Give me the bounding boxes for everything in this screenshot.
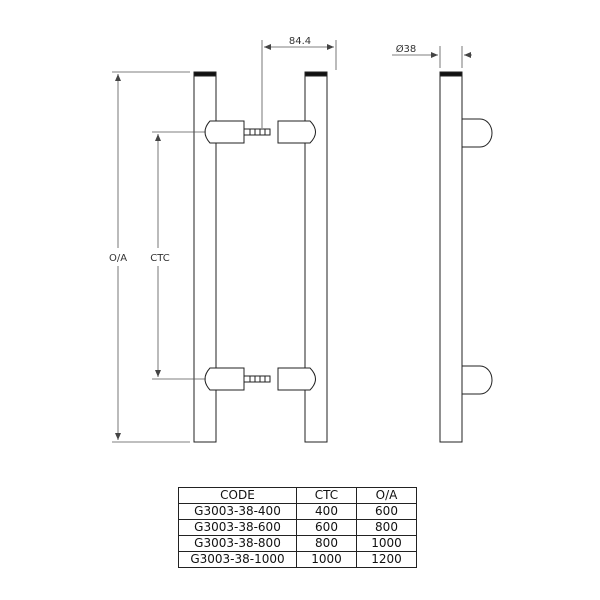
right-handle-bar xyxy=(304,71,328,443)
cell-ctc: 1000 xyxy=(296,551,357,568)
cell-oa: 600 xyxy=(356,503,417,520)
cell-ctc: 400 xyxy=(296,503,357,520)
spacing-label: 84.4 xyxy=(289,36,311,47)
header-ctc: CTC xyxy=(296,487,357,504)
centres-label: CTC xyxy=(150,253,170,264)
cell-ctc: 800 xyxy=(296,535,357,552)
cell-code: G3003-38-600 xyxy=(178,519,297,536)
table-row: G3003-38-1000 1000 1200 xyxy=(178,551,417,568)
side-view xyxy=(439,71,493,443)
top-fixing xyxy=(204,120,316,144)
bottom-fixing xyxy=(204,367,316,391)
table-header-row: CODE CTC O/A xyxy=(178,487,417,504)
cell-oa: 1200 xyxy=(356,551,417,568)
cell-code: G3003-38-1000 xyxy=(178,551,297,568)
table-row: G3003-38-800 800 1000 xyxy=(178,535,417,552)
cell-code: G3003-38-400 xyxy=(178,503,297,520)
cell-code: G3003-38-800 xyxy=(178,535,297,552)
table-row: G3003-38-400 400 600 xyxy=(178,503,417,520)
cell-ctc: 600 xyxy=(296,519,357,536)
front-view xyxy=(193,71,328,443)
overall-length-label: O/A xyxy=(109,253,127,264)
side-bottom-fixing xyxy=(461,365,493,395)
header-code: CODE xyxy=(178,487,297,504)
specification-table: CODE CTC O/A G3003-38-400 400 600 G3003-… xyxy=(178,487,417,568)
cell-oa: 800 xyxy=(356,519,417,536)
dimension-lines xyxy=(112,40,472,443)
cell-oa: 1000 xyxy=(356,535,417,552)
diameter-label: Ø38 xyxy=(396,43,417,55)
left-handle-bar xyxy=(193,71,217,443)
table-row: G3003-38-600 600 800 xyxy=(178,519,417,536)
side-top-fixing xyxy=(461,118,493,148)
header-oa: O/A xyxy=(356,487,417,504)
